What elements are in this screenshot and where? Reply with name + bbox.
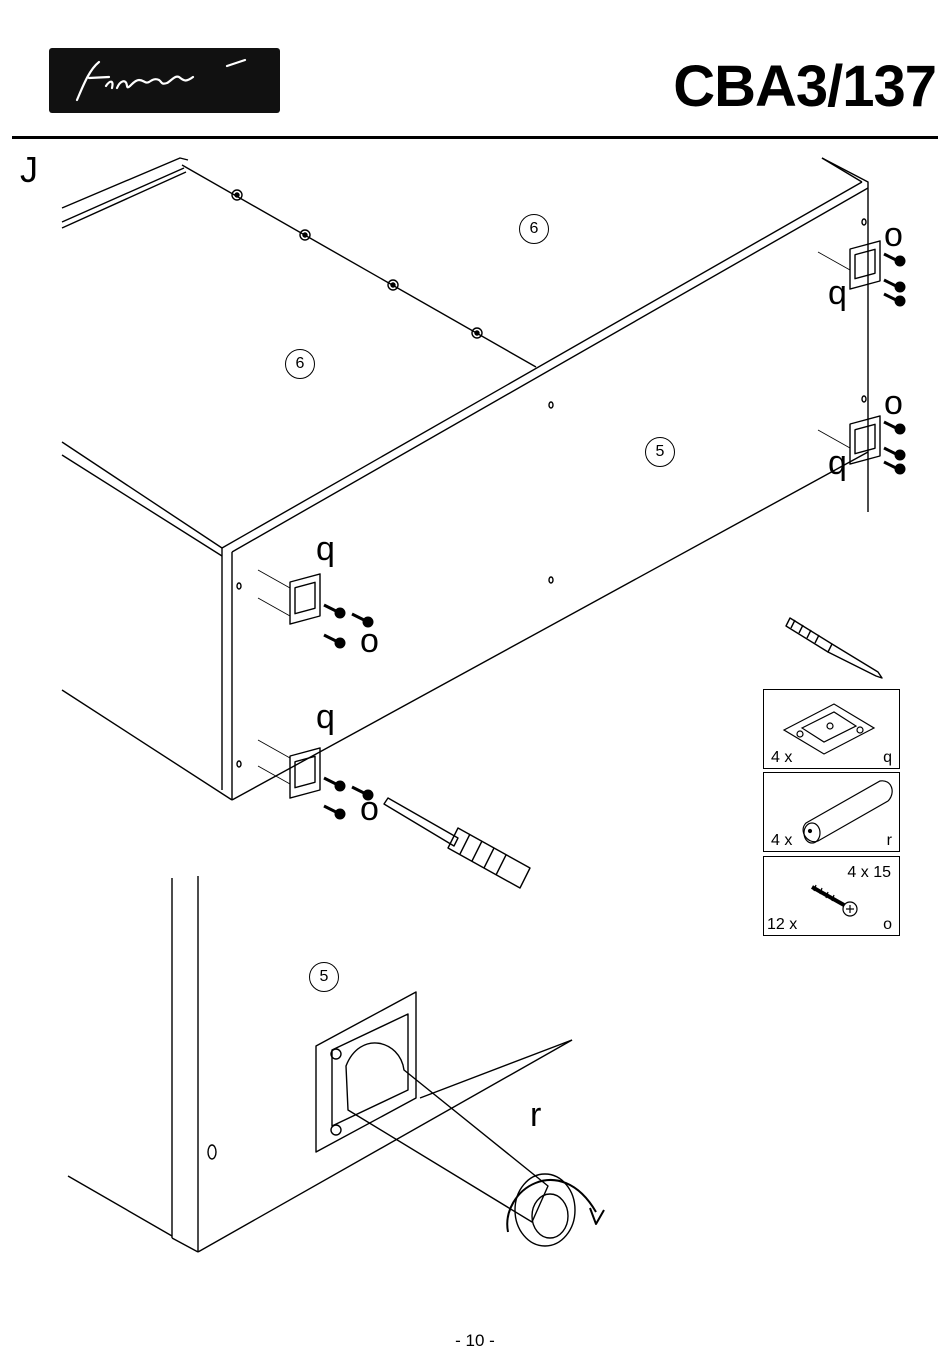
- screw-size: 4 x 15: [847, 864, 891, 881]
- dowels: [231, 189, 483, 339]
- parts-box-plate: 4 x q: [763, 689, 900, 769]
- screws: [323, 252, 906, 820]
- screwdriver-icon-upper: [785, 617, 883, 679]
- leg-plates: [289, 240, 881, 799]
- plate-icon: [782, 703, 876, 755]
- guide-lines: [257, 251, 851, 785]
- panel-label-6-upper: 6: [519, 214, 549, 244]
- parts-qty: 12 x: [767, 916, 798, 933]
- screw-icon: [811, 884, 858, 917]
- part-label-r: r: [530, 1096, 542, 1134]
- leg-icon: [802, 780, 893, 844]
- leg-detail: [67, 876, 605, 1253]
- part-label-o: o: [360, 790, 379, 828]
- part-label-q: q: [316, 698, 335, 736]
- part-label-o: o: [884, 384, 903, 422]
- header-divider: [12, 136, 938, 139]
- part-label-o: o: [360, 622, 379, 660]
- panel-label-6-lower: 6: [285, 349, 315, 379]
- brand-logo: [49, 48, 280, 113]
- screwdriver-icon-lower: [383, 797, 531, 889]
- parts-box-screw: 4 x 15 12 x o: [763, 856, 900, 936]
- part-label-q: q: [316, 530, 335, 568]
- page-number: - 10 -: [455, 1331, 495, 1350]
- parts-letter: r: [886, 832, 892, 849]
- cabinet-upper: [61, 157, 869, 801]
- panel-label-5-front: 5: [645, 437, 675, 467]
- parts-qty: 4 x: [771, 832, 793, 849]
- parts-letter: o: [883, 916, 892, 933]
- parts-box-leg: 4 x r: [763, 772, 900, 852]
- parts-qty: 4 x: [771, 749, 793, 766]
- model-number: CBA3/137: [673, 54, 937, 119]
- panel-label-5-detail: 5: [309, 962, 339, 992]
- part-label-q: q: [828, 444, 847, 482]
- assembly-drawing: [61, 157, 906, 1253]
- step-letter: J: [20, 149, 38, 190]
- part-label-q: q: [828, 274, 847, 312]
- parts-letter: q: [883, 749, 892, 766]
- logo-script-mark: [75, 58, 247, 102]
- part-label-o: o: [884, 216, 903, 254]
